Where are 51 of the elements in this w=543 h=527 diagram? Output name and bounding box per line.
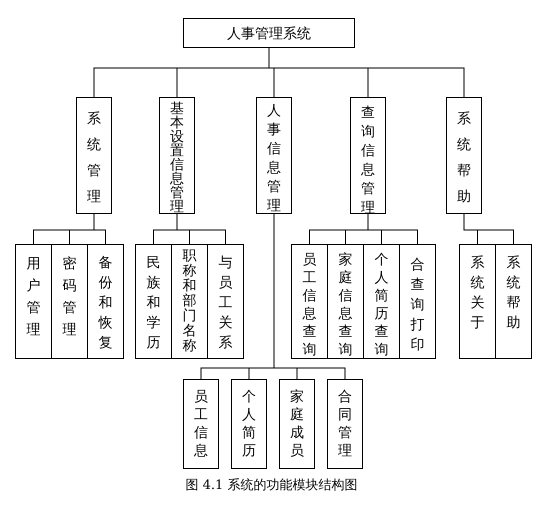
- module-label: 合查询打印: [410, 256, 424, 355]
- module-box: [350, 97, 386, 214]
- module-label: 系统关于: [470, 254, 484, 333]
- connector-line: [268, 48, 464, 98]
- module-box: [256, 97, 292, 214]
- module-label: 与员工关系: [218, 254, 232, 353]
- module-box: [363, 244, 400, 359]
- module-box: [327, 379, 363, 469]
- module-label: 职称和部门名称: [182, 249, 196, 354]
- module-box: [446, 97, 482, 214]
- module-box: [76, 97, 112, 214]
- module-box: [231, 379, 267, 469]
- connector-line: [94, 214, 106, 244]
- module-label: 员工信息: [194, 388, 208, 460]
- module-box: [207, 244, 244, 359]
- module-box: [495, 244, 532, 359]
- connector-line: [464, 214, 514, 244]
- connector-line: [176, 214, 226, 244]
- module-box: [279, 379, 315, 469]
- module-label: 个人简历: [242, 388, 256, 460]
- module-box: [159, 97, 195, 214]
- module-box: [327, 244, 364, 359]
- module-label: 合同管理: [338, 388, 352, 460]
- module-box: [291, 244, 328, 359]
- module-label: 个人简历查询: [374, 251, 388, 359]
- module-box: [51, 244, 88, 359]
- module-label: 家庭成员: [290, 388, 304, 460]
- module-label: 系统管理: [87, 110, 101, 207]
- figure-caption: 图 4.1 系统的功能模块结构图: [184, 477, 358, 494]
- module-label: 人事信息管理: [267, 102, 281, 216]
- module-box: [15, 244, 52, 359]
- module-label: 家庭信息查询: [338, 251, 352, 359]
- module-label: 人事管理系统: [227, 25, 311, 43]
- module-box: [183, 379, 219, 469]
- connector-line: [368, 214, 418, 244]
- module-label: 用户管理: [26, 255, 40, 340]
- module-label: 查询信息管理: [361, 104, 375, 218]
- module-label: 系统帮助: [457, 110, 471, 207]
- module-box: [459, 244, 496, 359]
- module-label: 民族和学历: [146, 254, 160, 353]
- module-label: 备份和恢复: [98, 254, 112, 353]
- module-label: 系统帮助: [506, 254, 520, 333]
- module-box: [399, 244, 436, 359]
- module-box: [171, 244, 208, 359]
- connector-line: [274, 214, 346, 380]
- module-box: [87, 244, 124, 359]
- module-label: 员工信息查询: [302, 251, 316, 359]
- module-box: [135, 244, 172, 359]
- module-label: 密码管理: [62, 255, 76, 340]
- module-label: 基本设置信息管理: [170, 102, 184, 214]
- module-box: [183, 18, 355, 48]
